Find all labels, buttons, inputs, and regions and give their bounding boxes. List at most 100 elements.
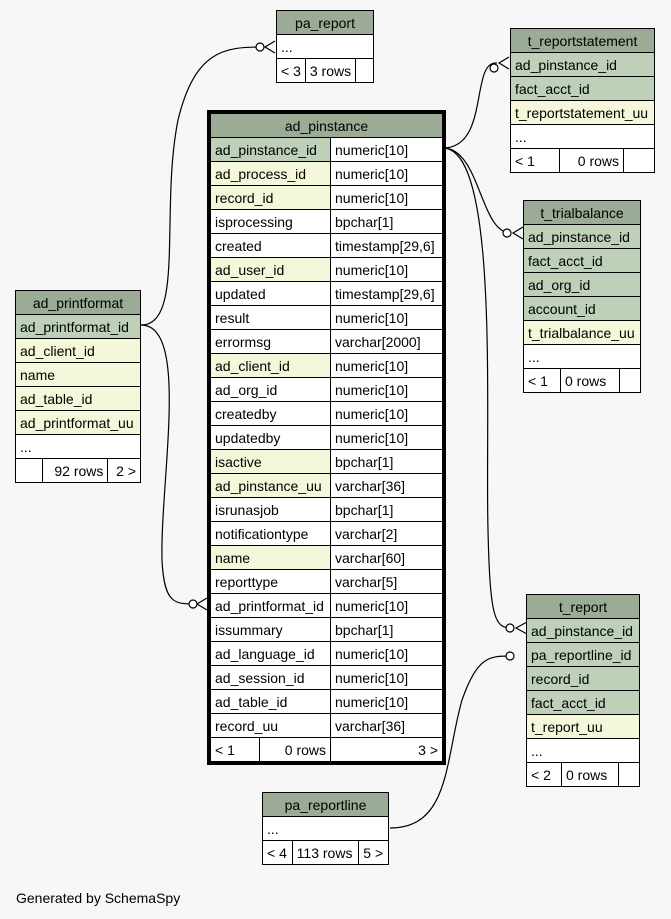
crowfoot-icon bbox=[514, 621, 528, 635]
footer-parents: < 4 bbox=[262, 840, 293, 865]
crowfoot-icon bbox=[497, 56, 510, 70]
column-row: pa_reportline_id bbox=[526, 642, 640, 667]
column-type: bpchar[1] bbox=[330, 449, 443, 474]
footer-rows: 0 rows bbox=[259, 737, 331, 762]
column-row: ad_pinstance_id bbox=[523, 224, 641, 249]
crowfoot-icon bbox=[195, 597, 208, 611]
column-name: name bbox=[210, 545, 331, 570]
column-name: created bbox=[210, 233, 331, 258]
column-type: varchar[36] bbox=[330, 713, 443, 738]
column-name: ad_user_id bbox=[210, 257, 331, 282]
table-title: t_reportstatement bbox=[510, 28, 655, 53]
footer-rows: 3 rows bbox=[304, 58, 357, 83]
column-type: varchar[36] bbox=[330, 473, 443, 498]
column-name: updated bbox=[210, 281, 331, 306]
footer-children bbox=[623, 148, 655, 173]
column-name: ad_printformat_id bbox=[210, 593, 331, 618]
footer-children: 5 > bbox=[358, 840, 389, 865]
table-title: ad_pinstance bbox=[210, 113, 443, 138]
footer-children bbox=[619, 368, 641, 393]
footer-parents: < 3 bbox=[276, 58, 306, 83]
table-t-report[interactable]: t_report ad_pinstance_id pa_reportline_i… bbox=[526, 594, 640, 787]
column-row: fact_acct_id bbox=[526, 690, 640, 715]
column-name: reporttype bbox=[210, 569, 331, 594]
column-name: ad_client_id bbox=[210, 353, 331, 378]
ellipsis-row: ... bbox=[523, 344, 641, 369]
column-type: timestamp[29,6] bbox=[330, 233, 443, 258]
column-name: ad_pinstance_uu bbox=[210, 473, 331, 498]
crowfoot-icon bbox=[263, 40, 276, 54]
ellipsis-row: ... bbox=[510, 124, 655, 149]
column-row: ad_pinstance_id bbox=[526, 618, 640, 643]
column-row: ad_pinstance_id bbox=[510, 52, 655, 77]
column-type: numeric[10] bbox=[330, 353, 443, 378]
column-name: record_uu bbox=[210, 713, 331, 738]
generated-by-footer: Generated by SchemaSpy bbox=[16, 890, 181, 906]
edge-pinstance-t-report bbox=[442, 147, 513, 629]
footer-children: 2 > bbox=[107, 458, 141, 483]
column-row: t_report_uu bbox=[526, 714, 640, 739]
column-name: result bbox=[210, 305, 331, 330]
table-title: pa_report bbox=[276, 10, 374, 35]
column-type: numeric[10] bbox=[330, 161, 443, 186]
column-row: fact_acct_id bbox=[523, 248, 641, 273]
edge-end-circle bbox=[505, 623, 515, 633]
column-type: numeric[10] bbox=[330, 257, 443, 282]
footer-rows: 0 rows bbox=[560, 368, 620, 393]
column-name: errormsg bbox=[210, 329, 331, 354]
table-title: ad_printformat bbox=[15, 290, 141, 315]
column-row: ad_table_id bbox=[15, 386, 141, 411]
table-title: t_report bbox=[526, 594, 640, 619]
table-title: pa_reportline bbox=[262, 792, 389, 817]
table-t-trialbalance[interactable]: t_trialbalance ad_pinstance_id fact_acct… bbox=[523, 200, 641, 393]
column-type: varchar[60] bbox=[330, 545, 443, 570]
edge-pinstance-reportstatement bbox=[442, 62, 498, 149]
column-name: issummary bbox=[210, 617, 331, 642]
edge-reportline-t-report bbox=[389, 655, 514, 829]
column-name: updatedby bbox=[210, 425, 331, 450]
column-row: ad_client_id bbox=[15, 338, 141, 363]
table-t-reportstatement[interactable]: t_reportstatement ad_pinstance_id fact_a… bbox=[510, 28, 655, 173]
column-name: createdby bbox=[210, 401, 331, 426]
column-type: varchar[5] bbox=[330, 569, 443, 594]
column-type: numeric[10] bbox=[330, 377, 443, 402]
column-row: record_id bbox=[526, 666, 640, 691]
table-ad-printformat[interactable]: ad_printformat ad_printformat_id ad_clie… bbox=[15, 290, 141, 483]
column-row: fact_acct_id bbox=[510, 76, 655, 101]
footer-parents bbox=[15, 458, 43, 483]
edge-end-circle bbox=[188, 599, 198, 609]
ellipsis-row: ... bbox=[15, 434, 141, 459]
ellipsis-row: ... bbox=[262, 816, 389, 841]
footer-rows: 0 rows bbox=[561, 762, 619, 787]
column-name: ad_process_id bbox=[210, 161, 331, 186]
table-pa-report[interactable]: pa_report ... < 3 3 rows bbox=[276, 10, 374, 83]
column-row: t_reportstatement_uu bbox=[510, 100, 655, 125]
column-type: numeric[10] bbox=[330, 401, 443, 426]
column-name: isactive bbox=[210, 449, 331, 474]
column-row: t_trialbalance_uu bbox=[523, 320, 641, 345]
table-pa-reportline[interactable]: pa_reportline ... < 4 113 rows 5 > bbox=[262, 792, 389, 865]
column-name: ad_language_id bbox=[210, 641, 331, 666]
column-name: ad_org_id bbox=[210, 377, 331, 402]
column-type: timestamp[29,6] bbox=[330, 281, 443, 306]
